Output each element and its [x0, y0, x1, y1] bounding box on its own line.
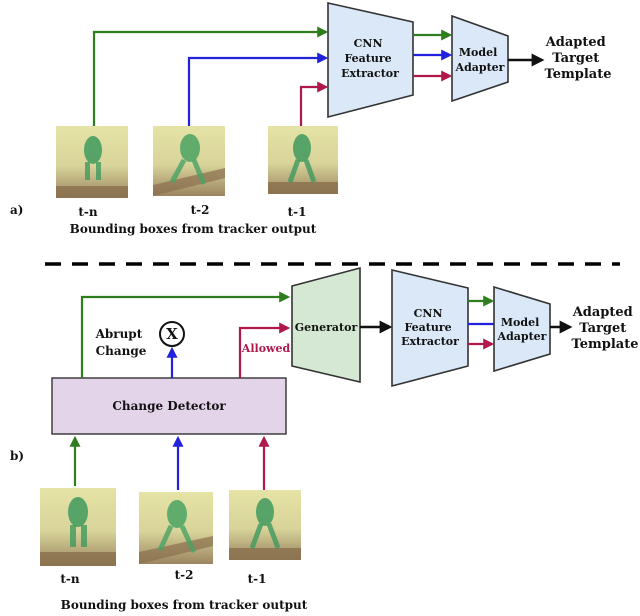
arrow-blue-frame-cnn-a [187, 52, 329, 128]
caption-b: Bounding boxes from tracker output [61, 598, 308, 612]
frame-thumbnail-tn-b [40, 488, 116, 566]
adapter-label-b: Model Adapter [497, 316, 547, 343]
panel-a: CNN Feature Extractor Model Adapter Adap… [10, 2, 612, 236]
caption-a: Bounding boxes from tracker output [70, 222, 317, 236]
panel-b: Generator CNN Feature Extractor Model Ad… [10, 266, 639, 612]
change-detector-label: Change Detector [112, 399, 226, 413]
arrow-red-detector-generator [238, 322, 291, 378]
generator-label: Generator [295, 321, 358, 334]
panel-tag-a: a) [10, 203, 23, 217]
frame-thumbnail-tn-a [56, 126, 128, 198]
cnn-feature-extractor-a [327, 2, 414, 119]
change-detector [51, 377, 287, 435]
output-label-a: Adapted Target Template [545, 35, 612, 82]
cnn-label-b: CNN Feature Extractor [401, 307, 459, 348]
svg-text:X: X [166, 325, 178, 343]
frame-thumbnail-t2-b [139, 492, 213, 564]
frame-label-t1-a: t-1 [288, 205, 307, 219]
frame-label-tn-b: t-n [60, 572, 80, 586]
generator [291, 266, 361, 384]
cnn-feature-extractor-b [391, 268, 469, 388]
abrupt-change-label: Abrupt Change [95, 327, 147, 358]
frame-label-t2-b: t-2 [175, 568, 194, 582]
output-label-b: Adapted Target Template [572, 305, 639, 352]
frame-thumbnail-t1-b [229, 490, 301, 560]
frame-thumbnail-t1-a [268, 126, 338, 194]
cnn-label-a: CNN Feature Extractor [341, 37, 399, 80]
arrow-green-frame-cnn-a [92, 26, 329, 128]
frame-thumbnail-t2-a [153, 126, 225, 196]
frame-label-t2-a: t-2 [191, 203, 210, 217]
panel-tag-b: b) [10, 449, 24, 463]
reject-x-icon: X [159, 321, 185, 347]
model-adapter-b [493, 285, 551, 373]
arrow-green-detector-generator [80, 291, 291, 378]
frame-label-tn-a: t-n [78, 205, 98, 219]
adapter-label-a: Model Adapter [455, 46, 505, 74]
frame-label-t1-b: t-1 [248, 572, 267, 586]
arrow-red-frame-cnn-a [299, 81, 329, 128]
allowed-label: Allowed [241, 342, 291, 355]
